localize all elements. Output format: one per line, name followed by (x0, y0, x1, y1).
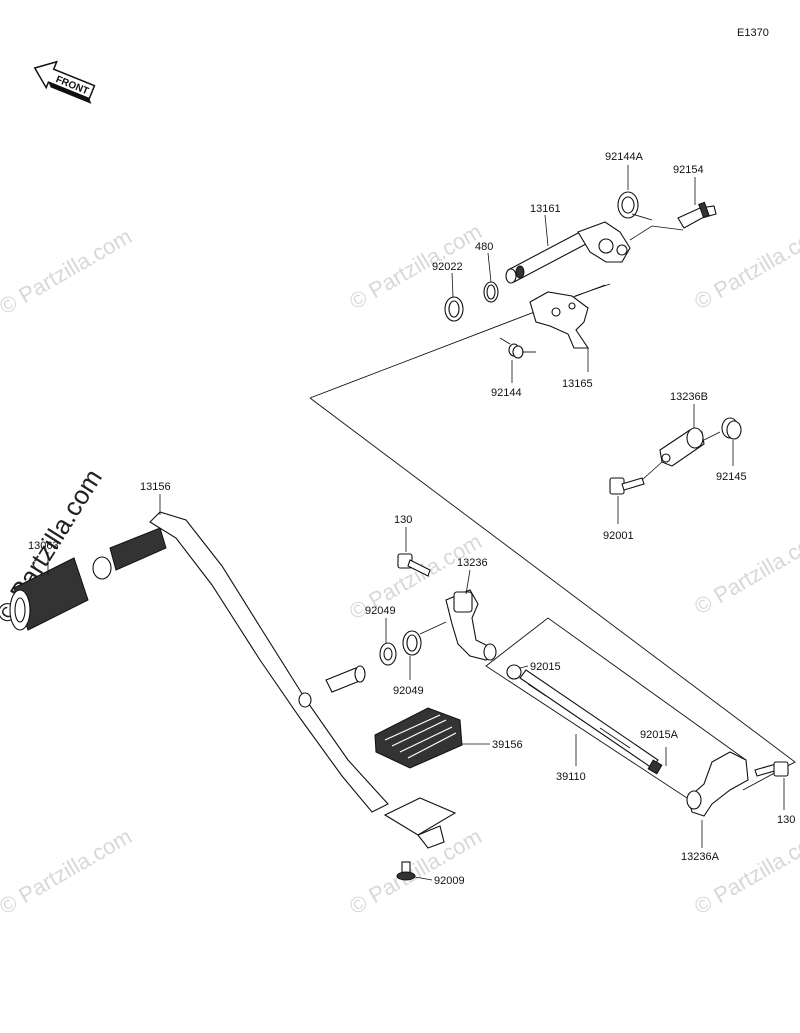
label-13156: 13156 (140, 481, 171, 493)
plate-13165 (529, 291, 590, 349)
shift-shaft-13161 (505, 221, 631, 284)
circlip-480 (483, 281, 499, 303)
lever-13236 (445, 589, 497, 661)
label-92015: 92015 (530, 661, 561, 673)
label-92144A: 92144A (605, 151, 644, 163)
tie-rod-39110 (506, 664, 663, 775)
watermark: © Partzilla.com (690, 524, 800, 620)
label-39110: 39110 (556, 771, 586, 783)
pedal-pad-39156 (374, 707, 463, 769)
label-13236: 13236 (457, 557, 488, 569)
rod-boundary (485, 617, 747, 801)
washer-92022 (444, 296, 464, 322)
pin-92154 (677, 201, 717, 229)
label-130-right: 130 (777, 814, 795, 826)
washer-92049-b (402, 630, 422, 656)
screw-92009 (396, 861, 416, 881)
washer-92049-a (379, 642, 397, 666)
foot-plate (383, 797, 457, 849)
label-92145: 92145 (716, 471, 747, 483)
shift-pedal-13156 (92, 511, 389, 813)
label-130-left: 130 (394, 514, 412, 526)
front-arrow-icon: FRONT (33, 60, 96, 104)
lever-13236A (686, 751, 749, 817)
label-92049-b: 92049 (393, 685, 424, 697)
label-92022: 92022 (432, 261, 463, 273)
watermark: © Partzilla.com (345, 824, 486, 920)
label-92144: 92144 (491, 387, 522, 399)
spring-92144 (499, 337, 536, 359)
label-480: 480 (475, 241, 493, 253)
watermark: © Partzilla.com (345, 219, 486, 315)
diagram-code: E1370 (737, 27, 769, 39)
label-13063: 13063 (28, 540, 59, 552)
watermark: © Partzilla.com (690, 824, 800, 920)
watermark: © Partzilla.com (0, 224, 136, 320)
spring-92144A (617, 191, 653, 221)
label-92009: 92009 (434, 875, 465, 887)
bolt-92001 (609, 477, 645, 495)
bolt-130-right (754, 761, 789, 777)
label-92015A: 92015A (640, 729, 679, 741)
foot-peg-13063 (9, 557, 89, 631)
label-13236B: 13236B (670, 391, 708, 403)
label-39156: 39156 (492, 739, 523, 751)
boundary-line (309, 397, 796, 791)
lever-13236B (659, 427, 705, 467)
label-13236A: 13236A (681, 851, 720, 863)
watermark: © Partzilla.com (0, 824, 136, 920)
spring-92145 (721, 417, 742, 440)
watermark: © Partzilla.com (690, 219, 800, 315)
label-13165: 13165 (562, 378, 593, 390)
label-92154: 92154 (673, 164, 704, 176)
label-13161: 13161 (530, 203, 561, 215)
bolt-130-left (397, 553, 431, 577)
label-92049-a: 92049 (365, 605, 396, 617)
label-92001: 92001 (603, 530, 634, 542)
